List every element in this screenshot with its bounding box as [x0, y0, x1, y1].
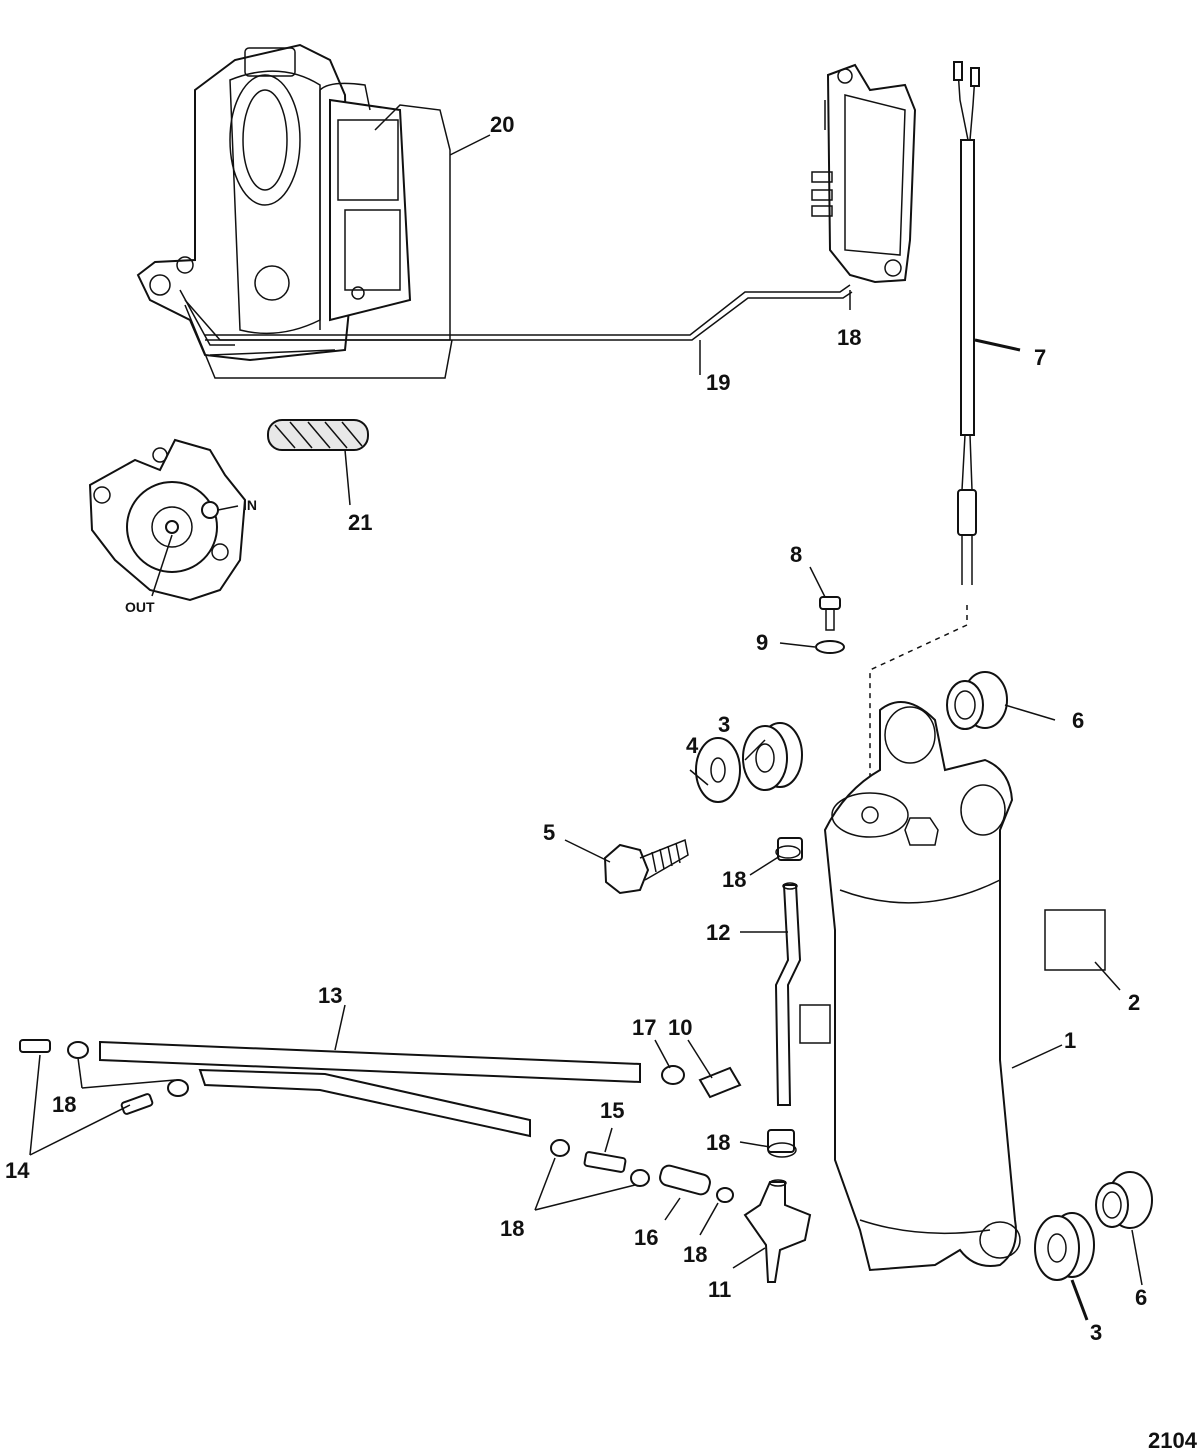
bushing-upper: [946, 671, 1008, 730]
callout-10: 10: [668, 1015, 692, 1040]
connector-15: [550, 1139, 650, 1187]
callout-19: 19: [706, 370, 730, 395]
port-label-in: IN: [243, 497, 257, 513]
callout-20: 20: [490, 112, 514, 137]
callout-18-hose: 18: [683, 1242, 707, 1267]
callout-18-upper-clip: 18: [722, 867, 746, 892]
callout-6-upper: 6: [1072, 708, 1084, 733]
callout-17: 17: [632, 1015, 656, 1040]
callout-7: 7: [1034, 345, 1046, 370]
fitting-14-lower: [120, 1093, 154, 1115]
callout-21: 21: [348, 510, 372, 535]
clamp-17: [661, 1065, 685, 1085]
callout-11: 11: [708, 1277, 731, 1302]
screw-and-washer: [815, 596, 845, 654]
trim-cylinder: [799, 701, 1021, 1272]
clip-16: [716, 1187, 734, 1203]
control-module: [811, 63, 917, 284]
grommet-lower: [1034, 1212, 1095, 1281]
clip-upper: [775, 837, 803, 861]
callout-18-connector: 18: [500, 1216, 524, 1241]
callout-3-lower: 3: [1090, 1320, 1102, 1345]
t-fitting-11: [743, 1179, 812, 1283]
decal-label: [1044, 909, 1106, 971]
callout-1: 1: [1064, 1028, 1076, 1053]
figure-number: 2104: [1148, 1428, 1198, 1453]
callout-4: 4: [686, 733, 699, 758]
hose-12: [774, 882, 802, 1106]
engine-block: [136, 43, 412, 362]
callout-9: 9: [756, 630, 768, 655]
clip-left-lower: [167, 1079, 189, 1097]
callout-16: 16: [634, 1225, 658, 1250]
callout-labels: 20 18 19 7 21 IN OUT 8 9 6 3 4 5 18 12 2…: [5, 112, 1198, 1453]
clip-left-upper: [67, 1041, 89, 1059]
callout-3-upper: 3: [718, 712, 730, 737]
wiring-harness: [869, 61, 980, 800]
callout-18-top: 18: [837, 325, 861, 350]
callout-6-lower: 6: [1135, 1285, 1147, 1310]
fitting-14-upper: [19, 1039, 51, 1053]
leader-lines: [29, 134, 1143, 1321]
grommet-upper: [742, 722, 803, 791]
fuel-pump: [88, 438, 247, 602]
bolt-5: [603, 838, 689, 895]
hose-16: [659, 1164, 711, 1196]
callout-5: 5: [543, 820, 555, 845]
fuel-lines: [184, 104, 853, 379]
clip-mid: [767, 1129, 797, 1158]
callout-12: 12: [706, 920, 730, 945]
bushing-lower: [1095, 1171, 1153, 1229]
fitting-10: [698, 1066, 742, 1099]
hose-21: [267, 419, 369, 451]
callout-14: 14: [5, 1158, 30, 1183]
tubes-13: [99, 1040, 641, 1138]
callout-18-left: 18: [52, 1092, 76, 1117]
washer-4: [695, 737, 741, 803]
callout-2: 2: [1128, 990, 1140, 1015]
callout-15: 15: [600, 1098, 624, 1123]
callout-18-mid-clip: 18: [706, 1130, 730, 1155]
port-label-out: OUT: [125, 599, 155, 615]
callout-13: 13: [318, 983, 342, 1008]
callout-8: 8: [790, 542, 802, 567]
